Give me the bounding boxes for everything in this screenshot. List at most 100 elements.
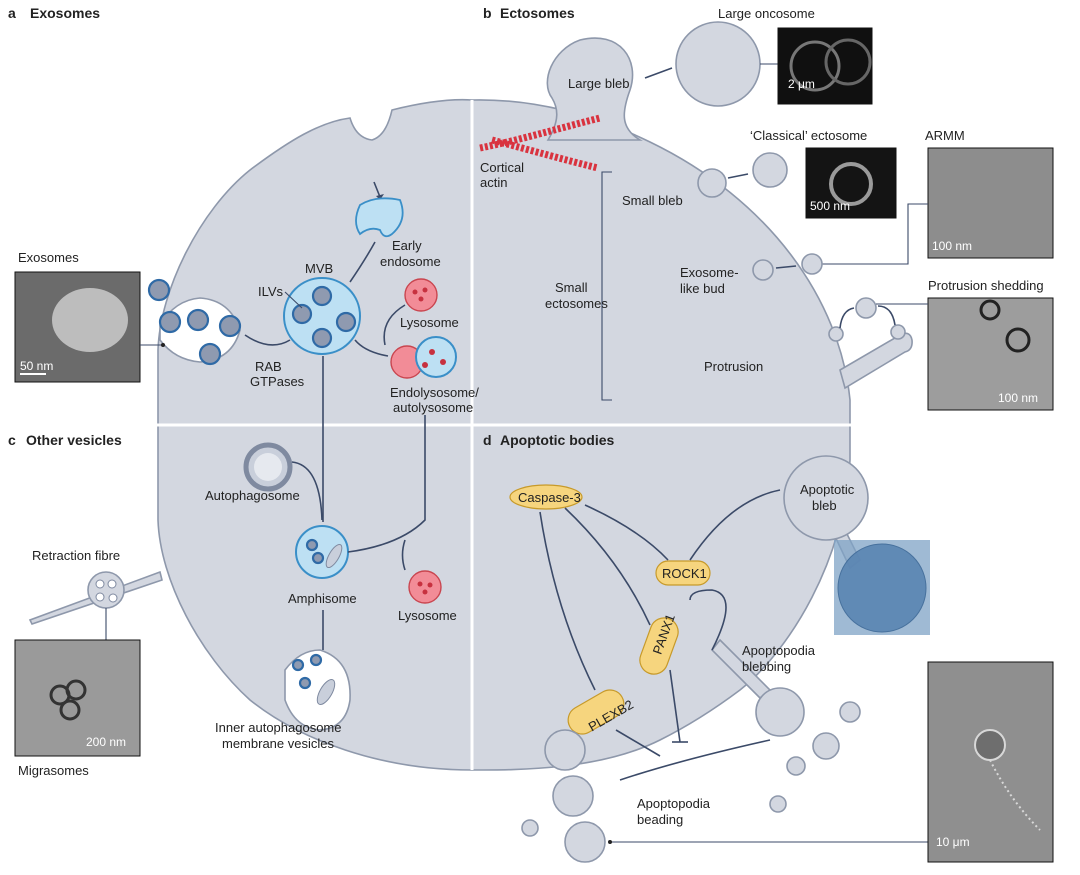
apoptopodia-blebbing-label-1: Apoptopodia (742, 643, 816, 658)
cortical-actin-filament (491, 136, 599, 172)
exosome-vesicle (186, 308, 210, 332)
endolysosome-content (440, 359, 446, 365)
small-bleb-shape (697, 168, 727, 198)
ilv (311, 327, 333, 349)
mvb-shape (283, 277, 361, 355)
protrusion-scale-label: 100 nm (998, 391, 1038, 405)
small-bleb-arrow (727, 173, 749, 179)
apoptotic-bleb-label-1: Apoptotic (800, 482, 855, 497)
panel-b-title: Ectosomes (500, 5, 575, 21)
panel-b-letter: b (483, 5, 492, 21)
retraction-fibre-label: Retraction fibre (32, 548, 120, 563)
endolysosome-label-2: autolysosome (393, 400, 473, 415)
lysosome-content (422, 287, 428, 293)
rock1-to-bleb-arrow (689, 489, 781, 561)
apoptopodia-beading-label-2: beading (637, 812, 683, 827)
oncosome-scale-label: 2 μm (788, 77, 815, 91)
mvb-label: MVB (305, 261, 333, 276)
migrasome-ring (59, 699, 81, 721)
cell-body (157, 37, 913, 771)
classical-ectosome-label: ‘Classical’ ectosome (750, 128, 867, 143)
plexb2-pill (567, 689, 625, 735)
apoptopodia-beading-label-1: Apoptopodia (637, 796, 711, 811)
apoptopodia-scale-label: 10 μm (936, 835, 970, 849)
ilv (311, 285, 333, 307)
lysosome-c (408, 570, 442, 604)
exosome-like-bud-label-1: Exosome- (680, 265, 739, 280)
panel-b-header: b Ectosomes (483, 5, 575, 21)
inner-vesicle (316, 679, 336, 705)
apoptopodia-cell (974, 729, 1006, 761)
panx1-pill (639, 617, 679, 675)
free-apoptotic-body (769, 795, 787, 813)
protrusion-shedding-label: Protrusion shedding (928, 278, 1044, 293)
migrasome-vesicle (108, 593, 118, 603)
lysosome-content (412, 289, 418, 295)
released-bud (801, 253, 823, 275)
inner-vesicle (309, 653, 323, 667)
ilv (291, 303, 313, 325)
free-apoptotic-body (786, 756, 806, 776)
shed-vesicle (855, 297, 877, 319)
exosome-like-bud-label-2: like bud (680, 281, 725, 296)
apoptotic-bleb-overlay (837, 543, 927, 633)
exosome-like-bud-shape (752, 259, 774, 281)
endosome-to-mvb-arrow (349, 241, 376, 283)
large-bleb-arrow (644, 67, 673, 79)
endolysosome-blue (415, 336, 457, 378)
apoptotic-bleb-shape (783, 455, 869, 541)
migrasome-shape (87, 571, 125, 609)
caspase-to-plexb2-arrow (539, 511, 596, 691)
autophagosome-label: Autophagosome (205, 488, 300, 503)
lysosome-a-label: Lysosome (400, 315, 459, 330)
inner-vesicles-label-1: Inner autophagosome (215, 720, 341, 735)
panel-d-header: d Apoptotic bodies (483, 432, 615, 448)
protrusion-label: Protrusion (704, 359, 763, 374)
armm-label: ARMM (925, 128, 965, 143)
migrasomes-label: Migrasomes (18, 763, 89, 778)
caspase3-label: Caspase-3 (518, 490, 581, 505)
lysosome-fusion-arrow (383, 304, 406, 346)
lysosome-content (427, 582, 433, 588)
panel-d-title: Apoptotic bodies (500, 432, 615, 448)
small-ectosomes-label-2: ectosomes (545, 296, 608, 311)
amphisome-vesicle (305, 538, 319, 552)
migrasome-vesicle (107, 579, 117, 589)
panel-a-title: Exosomes (30, 5, 100, 21)
rock1-pill (655, 560, 711, 586)
cortical-actin-label-1: Cortical (480, 160, 524, 175)
lysosome-c-label: Lysosome (398, 608, 457, 623)
ilvs-label: ILVs (258, 284, 284, 299)
connector-dot (161, 343, 165, 347)
lysosome-content (422, 589, 428, 595)
panel-c-header: c Other vesicles (8, 432, 122, 448)
endolysosome-content (429, 349, 435, 355)
panel-a-content: Exosomes 50 nm Early endosome MVB ILVs R… (14, 181, 479, 522)
inner-vesicles-label-2: membrane vesicles (222, 736, 334, 751)
large-bleb-label: Large bleb (568, 76, 629, 91)
mvb-fusion-arrow (354, 339, 389, 357)
armm-scale-label: 100 nm (932, 239, 972, 253)
small-bleb-label: Small bleb (622, 193, 683, 208)
apoptopodia-bleb (755, 687, 805, 737)
exosome-micrograph-cell (52, 288, 128, 352)
early-endosome-label-1: Early (392, 238, 422, 253)
amphisome-vesicle (311, 551, 325, 565)
cortical-actin-label-2: actin (480, 175, 507, 190)
shedding-arrow (839, 307, 855, 329)
caspase3-pill (509, 484, 583, 510)
oncosome-ring (789, 40, 841, 92)
exosome-vesicle (158, 310, 182, 334)
armm-micrograph (927, 147, 1054, 259)
classical-scale-label: 500 nm (810, 199, 850, 213)
bead (544, 729, 586, 771)
panel-c-title: Other vesicles (26, 432, 122, 448)
rock1-to-apoptopodia-arrow (689, 589, 727, 651)
rab-label-1: RAB (255, 359, 282, 374)
bead (564, 821, 606, 863)
ilv (335, 311, 357, 333)
amphisome-content (325, 543, 343, 569)
migrasome-vesicle (95, 592, 105, 602)
mvb-to-membrane-arrow (244, 334, 291, 346)
